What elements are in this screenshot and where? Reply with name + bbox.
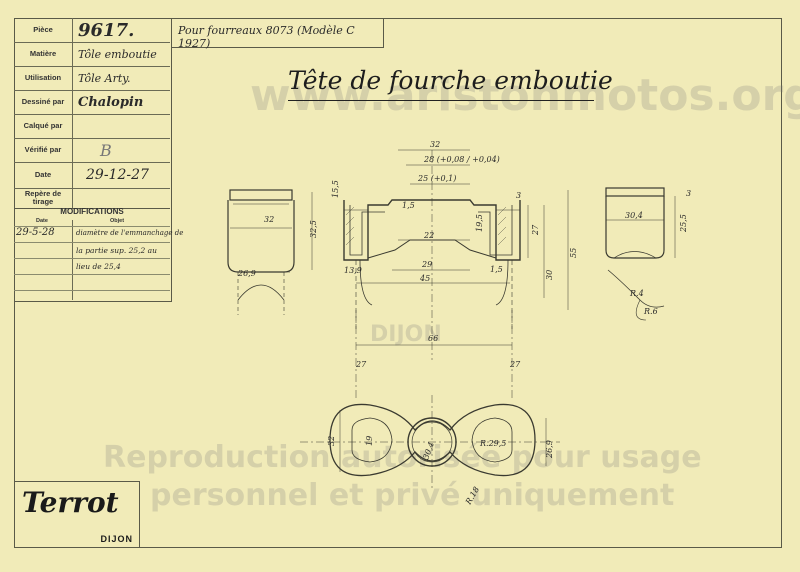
terrot-logo: Terrot: [22, 486, 119, 519]
value-date: 29-12-27: [86, 167, 149, 183]
row-dessine: Dessiné par Chalopin: [14, 90, 170, 115]
dim-right-height: 25,5: [679, 214, 688, 233]
dim-section-h1: 15,5: [331, 180, 340, 198]
dim-section-inner: 22: [423, 231, 434, 240]
label-repere: Repère de tirage: [14, 188, 73, 208]
dim-right-top: 3: [686, 189, 691, 198]
value-utilisation: Tôle Arty.: [78, 71, 131, 85]
value-matiere: Tôle emboutie: [78, 47, 157, 61]
modifications-col-date: Date: [36, 218, 48, 224]
plan-view: [300, 395, 560, 490]
dim-left-width: 32: [264, 215, 274, 224]
drawing-frame: [14, 18, 782, 548]
row-date: Date 29-12-27: [14, 162, 170, 189]
dim-section-h2: 19,5: [475, 214, 484, 232]
dim-plan-height3: 26,9: [545, 440, 554, 459]
dim-section-top: 32: [430, 140, 440, 149]
label-calque: Calqué par: [14, 114, 73, 138]
dim-plan-radius2: R.18: [463, 485, 481, 507]
right-view: [605, 187, 665, 321]
dim-center-span: 66: [428, 334, 438, 343]
dim-plan-height2: 19: [365, 436, 374, 446]
dim-section-r-left: 13,9: [344, 266, 362, 275]
label-utilisation: Utilisation: [14, 66, 73, 90]
logo-city: DIJON: [100, 534, 133, 544]
dim-section-mid: 29: [421, 260, 432, 269]
modifications-title: MODIFICATIONS: [60, 207, 124, 216]
modification-date: 29-5-28: [16, 227, 55, 238]
dim-left-bottom: 26,9: [237, 269, 256, 278]
header-note: Pour fourreaux 8073 (Modèle C 1927): [178, 24, 355, 50]
modifications-block: MODIFICATIONS Date Objet 29-5-28 diamètr…: [14, 206, 183, 300]
header-note-box: Pour fourreaux 8073 (Modèle C 1927): [172, 18, 384, 50]
title-block: Pièce 9617. Matière Tôle emboutie Utilis…: [14, 18, 183, 302]
label-matiere: Matière: [14, 42, 73, 66]
label-dessine: Dessiné par: [14, 90, 73, 114]
drawing-title: Tête de fourche emboutie: [288, 66, 613, 95]
dim-plan-diameter: 30,4: [421, 441, 436, 461]
dim-right-r1: R.4: [629, 289, 644, 298]
modification-line-3: lieu de 25,4: [76, 262, 121, 271]
row-calque: Calqué par: [14, 114, 170, 139]
row-utilisation: Utilisation Tôle Arty.: [14, 66, 170, 91]
dim-section-small1: 1,5: [402, 201, 415, 210]
value-verifie: B: [100, 140, 112, 160]
row-verifie: Vérifié par B: [14, 138, 170, 163]
row-matiere: Matière Tôle emboutie: [14, 42, 170, 67]
dim-plan-radius: R.29,5: [479, 439, 506, 448]
dim-section-h4: 30: [545, 270, 554, 280]
dim-section-h3: 27: [531, 224, 540, 236]
modifications-divider: [72, 220, 73, 300]
dim-section-gap: 1,5: [490, 265, 503, 274]
label-verifie: Vérifié par: [14, 138, 73, 162]
left-view-body: [227, 200, 295, 273]
dim-section-top2: 28 (+0,08 / +0,04): [423, 155, 500, 164]
value-dessine: Chalopin: [78, 94, 144, 110]
left-view-rim: [229, 189, 293, 201]
dim-right-width: 30,4: [625, 211, 643, 220]
left-view: [227, 189, 295, 315]
dim-center-right: 27: [509, 360, 521, 369]
dim-section-bottom: 45: [419, 274, 430, 283]
dim-left-height: 32,5: [309, 220, 318, 238]
row-piece: Pièce 9617.: [14, 18, 170, 43]
modifications-col-objet: Objet: [110, 218, 125, 224]
dim-section-small2: 3: [516, 191, 521, 200]
modification-line-2: la partie sup. 25,2 au: [76, 246, 157, 255]
dimension-lines: [230, 149, 676, 472]
row-repere: Repère de tirage: [14, 188, 170, 209]
value-piece: 9617.: [78, 19, 135, 41]
terrot-logo-box: Terrot DIJON: [14, 481, 140, 548]
dim-center-left: 27: [355, 360, 367, 369]
label-date: Date: [14, 162, 73, 188]
dim-plan-height: 32: [327, 436, 336, 446]
center-section: [343, 150, 521, 400]
modification-line-1: diamètre de l'emmanchage de: [76, 229, 184, 237]
dim-right-r2: R.6: [643, 307, 658, 316]
dim-section-top3: 25 (+0,1): [417, 174, 456, 183]
title-underline: [288, 100, 594, 101]
label-piece: Pièce: [14, 18, 73, 42]
dim-section-h5: 55: [569, 248, 578, 258]
